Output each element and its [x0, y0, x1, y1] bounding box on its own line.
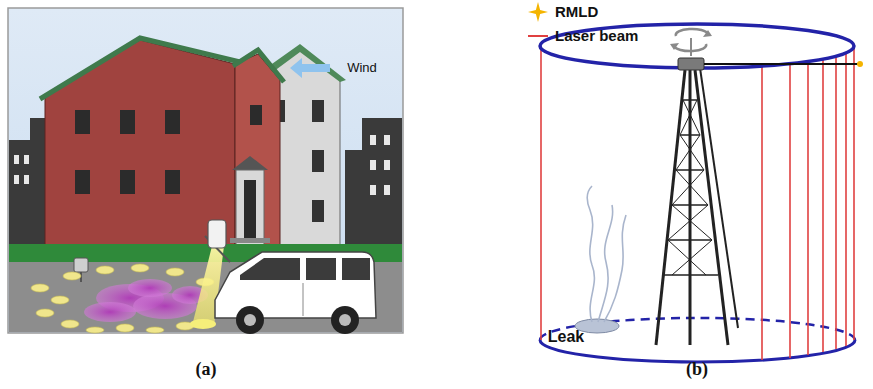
rmld-point [857, 61, 863, 67]
legend-item: Laser beam [527, 26, 638, 46]
scan-arm [704, 63, 858, 65]
legend-text: RMLD [555, 4, 598, 21]
van [205, 220, 376, 334]
rmld-detector [208, 220, 226, 248]
survey-spots [31, 264, 214, 333]
legend-text: Laser beam [555, 28, 638, 45]
panel-b [540, 24, 863, 362]
gas-plume [587, 186, 626, 322]
laser-beams [541, 46, 854, 360]
wind-label: Wind [347, 61, 377, 75]
panel-a [8, 8, 403, 334]
leak-label: Leak [548, 328, 584, 346]
legend-item: RMLD [527, 2, 598, 22]
wind-arrow [290, 58, 330, 78]
rmld-device [678, 58, 704, 70]
tripod [656, 68, 738, 345]
panel-label: (a) [196, 360, 217, 380]
beam-spot [190, 319, 216, 329]
sky [8, 8, 403, 333]
gas-cloud [84, 279, 208, 322]
red-house [40, 38, 284, 252]
rotation-arrows [670, 29, 712, 56]
legend-star [527, 2, 549, 22]
legend-line [527, 26, 549, 46]
panel-label: (b) [686, 360, 708, 380]
